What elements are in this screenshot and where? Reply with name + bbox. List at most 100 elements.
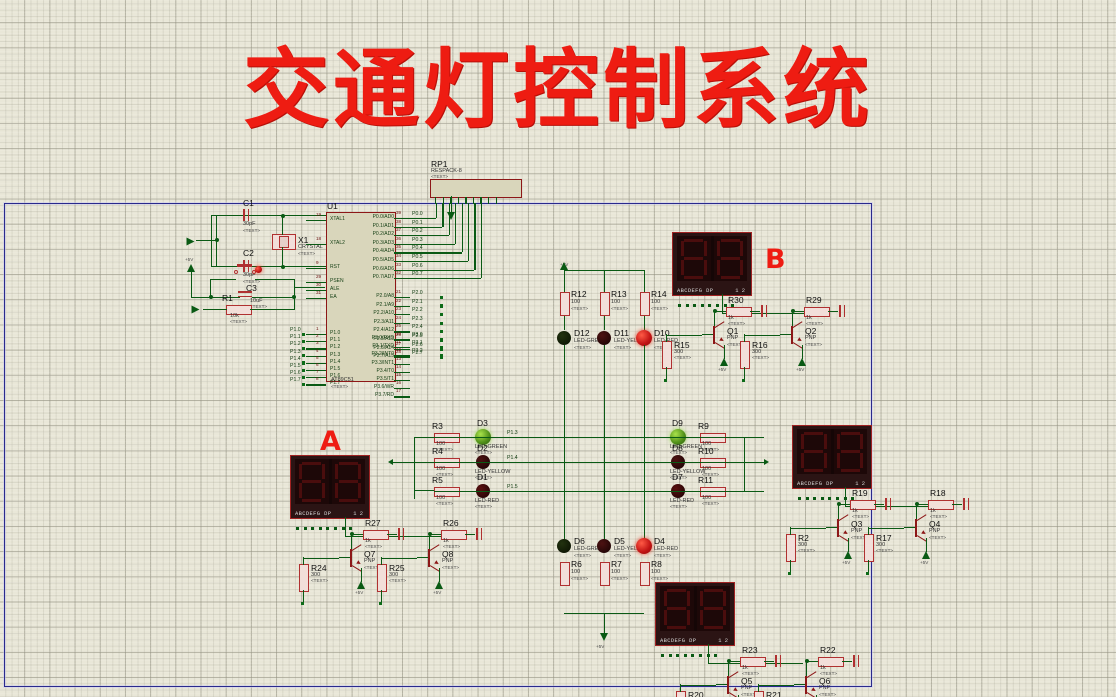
led-footprint: <TEXT> bbox=[574, 345, 592, 350]
seven-segment-display-b[interactable]: ABCDEFG DP 1 2 bbox=[672, 232, 752, 307]
mcu-pin-number: 36 bbox=[396, 235, 402, 241]
mcu-net-label: P2.0 bbox=[412, 290, 423, 296]
transistor-q1[interactable] bbox=[702, 321, 726, 350]
vcc-label: +5V bbox=[718, 367, 727, 372]
seven-segment-display-right[interactable]: ABCDEFG DP 1 2 bbox=[792, 425, 872, 500]
reset-button[interactable] bbox=[234, 264, 256, 274]
led-d4[interactable] bbox=[636, 538, 652, 554]
res-value: 1k bbox=[742, 665, 748, 671]
res-value: 1k bbox=[728, 315, 734, 321]
res-ref: R6 bbox=[571, 559, 582, 569]
seven-segment-display-bottom[interactable]: ABCDEFG DP 1 2 bbox=[655, 582, 735, 657]
segment-e bbox=[717, 260, 721, 275]
port-terminal bbox=[302, 332, 306, 336]
resistor-r12 bbox=[560, 292, 570, 316]
segment-e bbox=[335, 483, 339, 498]
res-ref: R16 bbox=[752, 340, 768, 350]
resistor-r13 bbox=[600, 292, 610, 316]
res-ref: R4 bbox=[432, 446, 443, 456]
mcu-pin-label: P2.3/A11 bbox=[373, 318, 394, 325]
transistor-q2[interactable] bbox=[780, 321, 804, 350]
junction bbox=[350, 532, 354, 536]
rp1-ref: RP1 bbox=[431, 159, 448, 169]
wire bbox=[252, 297, 295, 299]
segment-d bbox=[338, 498, 358, 503]
mcu-net-label: P3.2 bbox=[412, 348, 423, 355]
seven-segment-display-a[interactable]: ABCDEFG DP 1 2 bbox=[290, 455, 370, 530]
wire bbox=[564, 310, 566, 330]
port-terminal bbox=[440, 295, 444, 300]
segment-b bbox=[823, 434, 827, 449]
wire bbox=[303, 557, 305, 565]
res-footprint: <TEXT> bbox=[930, 514, 948, 519]
transistor-q6[interactable] bbox=[794, 671, 818, 697]
vcc-symbol bbox=[435, 581, 444, 589]
led-ref: D6 bbox=[574, 536, 585, 546]
wire bbox=[414, 490, 434, 492]
led-d5[interactable] bbox=[597, 539, 611, 553]
mcu-net-label: P0.7 bbox=[412, 271, 423, 278]
transistor-q7[interactable] bbox=[339, 544, 363, 573]
segment-f bbox=[717, 241, 721, 256]
wire bbox=[728, 661, 740, 663]
resistor-r8 bbox=[640, 562, 650, 586]
digit-ones bbox=[331, 459, 365, 504]
led-footprint: <TEXT> bbox=[670, 475, 688, 480]
wire bbox=[604, 270, 606, 292]
led-d6[interactable] bbox=[557, 539, 571, 553]
led-d11[interactable] bbox=[597, 331, 611, 345]
mcu-pin-number: 2 bbox=[316, 333, 319, 339]
led-footprint: <TEXT> bbox=[670, 504, 688, 509]
junction bbox=[915, 502, 919, 506]
mcu-pin-label: P3.6/WR bbox=[373, 384, 394, 391]
mcu-pin-number: 18 bbox=[316, 236, 322, 241]
mcu-pin-number: 21 bbox=[396, 289, 402, 294]
mcu-pin-number: 12 bbox=[396, 347, 402, 353]
resistor-r6 bbox=[560, 562, 570, 586]
resistor-r7 bbox=[600, 562, 610, 586]
res-footprint: <TEXT> bbox=[571, 306, 589, 311]
mcu-net-label: P2.3 bbox=[412, 315, 423, 322]
reset-indicator bbox=[255, 266, 262, 273]
transistor-q3[interactable] bbox=[826, 514, 850, 543]
q-footprint: <TEXT> bbox=[819, 692, 837, 697]
segment-c bbox=[823, 453, 827, 468]
res-ref: R5 bbox=[432, 475, 443, 485]
segment-a bbox=[703, 588, 723, 593]
port-terminal bbox=[302, 339, 306, 344]
res-value: 100 bbox=[702, 495, 712, 501]
led-d10[interactable] bbox=[636, 330, 652, 346]
res-footprint: <TEXT> bbox=[436, 472, 454, 477]
port-terminal bbox=[440, 312, 444, 317]
mcu-pin-number: 6 bbox=[316, 362, 319, 367]
rp1-value: RESPACK-8 bbox=[431, 168, 462, 174]
res-ref: R14 bbox=[651, 289, 667, 299]
port-terminal bbox=[302, 368, 306, 372]
mcu-net-label: P2.4 bbox=[412, 324, 423, 331]
led-footprint: <TEXT> bbox=[614, 345, 632, 350]
wire bbox=[381, 557, 417, 559]
mcu-pin-label: P2.1/A9 bbox=[376, 301, 394, 308]
wire bbox=[838, 504, 850, 506]
wire bbox=[666, 367, 668, 379]
transistor-q5[interactable] bbox=[716, 671, 740, 697]
wire bbox=[394, 348, 410, 350]
mcu-net-label: P2.2 bbox=[412, 307, 423, 314]
wire bbox=[394, 355, 410, 357]
resistor-pack-rp1[interactable] bbox=[430, 179, 522, 204]
wire bbox=[410, 261, 468, 263]
mcu-pin-label: P0.0/AD0 bbox=[372, 214, 394, 220]
mcu-net-label: P0.5 bbox=[412, 254, 423, 260]
wire bbox=[758, 684, 794, 686]
x1-footprint: <TEXT> bbox=[298, 251, 316, 256]
wire bbox=[708, 644, 710, 664]
res-ref: R23 bbox=[742, 645, 758, 655]
wire bbox=[728, 661, 730, 677]
vcc-symbol bbox=[560, 262, 569, 270]
wire bbox=[790, 560, 792, 572]
junction bbox=[805, 659, 809, 663]
vcc-symbol bbox=[720, 358, 729, 366]
led-d12[interactable] bbox=[557, 331, 571, 345]
transistor-q4[interactable] bbox=[904, 514, 928, 543]
transistor-q8[interactable] bbox=[417, 544, 441, 573]
